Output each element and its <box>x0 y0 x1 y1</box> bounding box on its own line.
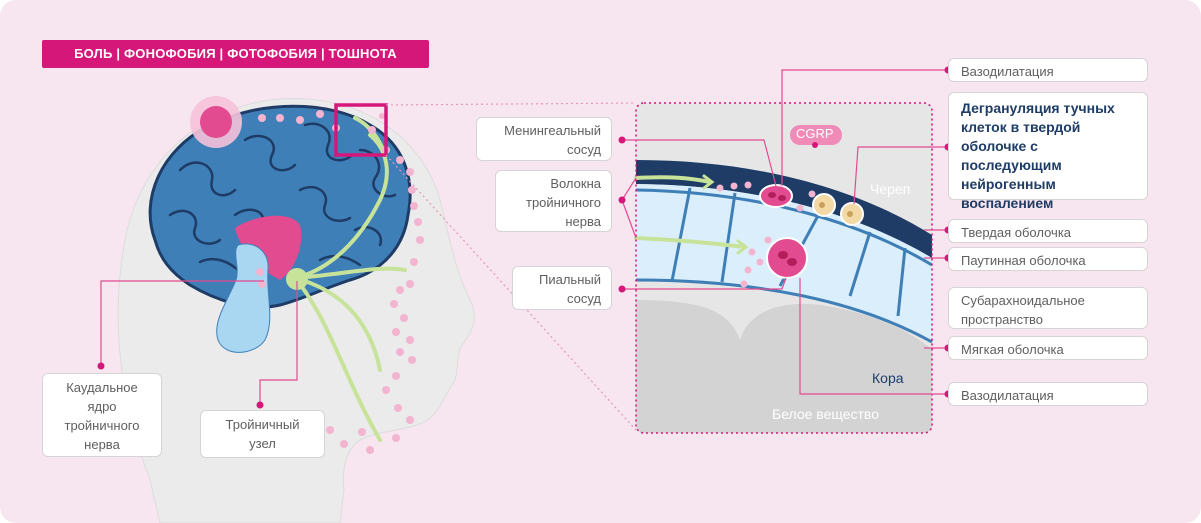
leader-lines <box>100 69 948 405</box>
label-trigeminal-fibers: Волокна тройничного нерва <box>495 170 612 232</box>
label-trigeminal-ganglion: Тройничный узел <box>200 410 325 458</box>
zoom-box <box>334 103 388 157</box>
label-caudal-nucleus: Каудальное ядро тройничного нерва <box>42 373 162 457</box>
label-dura: Твердая оболочка <box>948 219 1148 243</box>
trigeminal-ganglion-node <box>286 268 308 290</box>
label-pial-vessel: Пиальный сосуд <box>512 266 612 310</box>
label-pia: Мягкая оболочка <box>948 336 1148 360</box>
cortex-label: Кора <box>872 370 904 386</box>
label-subarachnoid: Субарахноидальное пространство <box>948 287 1148 329</box>
label-vasodilation-bottom: Вазодилатация <box>948 382 1148 406</box>
label-arachnoid: Паутинная оболочка <box>948 247 1148 271</box>
cgrp-label: CGRP <box>796 126 834 141</box>
label-meningeal-vessel: Менингеальный сосуд <box>476 117 612 161</box>
pink-dots <box>256 110 424 454</box>
pain-focus-core <box>200 106 232 138</box>
inset-border <box>635 102 933 434</box>
symptoms-banner: БОЛЬ | ФОНОФОБИЯ | ФОТОФОБИЯ | ТОШНОТА <box>42 40 429 68</box>
inset <box>634 103 933 433</box>
zoom-connectors <box>385 102 637 431</box>
label-degranulation: Дегрануляция тучных клеток в твердой обо… <box>948 92 1148 211</box>
skull-label: Череп <box>870 181 911 197</box>
label-vasodilation-top: Вазодилатация <box>948 58 1148 82</box>
white-matter-label: Белое вещество <box>772 406 879 422</box>
